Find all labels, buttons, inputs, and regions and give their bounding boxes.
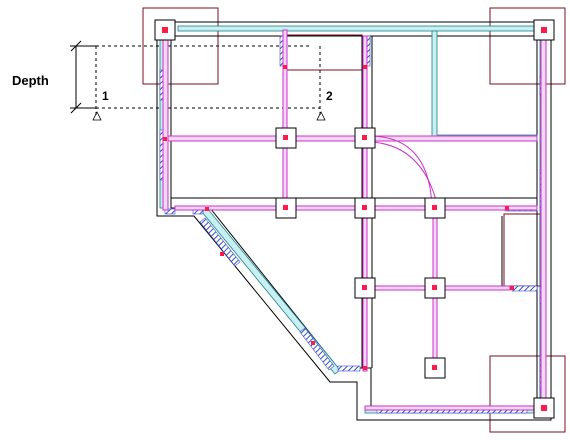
depth-dimension: Depth <box>12 40 96 114</box>
beams <box>162 29 547 411</box>
section-marker-2: 2 <box>316 89 333 121</box>
section-arrow-icon <box>92 111 102 121</box>
section-marker-1: 1 <box>92 89 109 121</box>
column-node-icon <box>154 19 176 41</box>
column-node-icon <box>424 277 446 299</box>
section-arrow-icon <box>316 111 326 121</box>
column-node-icon <box>424 357 446 379</box>
curved-beam <box>371 141 439 209</box>
column-node-icon <box>354 197 376 219</box>
column-node-icon <box>533 19 555 41</box>
column-node-icon <box>354 127 376 149</box>
column-node-icon <box>424 197 446 219</box>
column-node-icon <box>354 277 376 299</box>
column-node-icon <box>533 397 555 419</box>
column-node-icon <box>275 127 297 149</box>
depth-label: Depth <box>12 73 49 88</box>
dimension-tick-icon <box>70 102 82 114</box>
section-marker-label: 2 <box>326 89 333 103</box>
curved-beam <box>371 135 433 209</box>
section-marker-label: 1 <box>102 89 109 103</box>
dimension-tick-icon <box>70 40 82 52</box>
column-nodes <box>154 19 555 419</box>
beam-markers <box>163 65 514 370</box>
column-node-icon <box>275 197 297 219</box>
